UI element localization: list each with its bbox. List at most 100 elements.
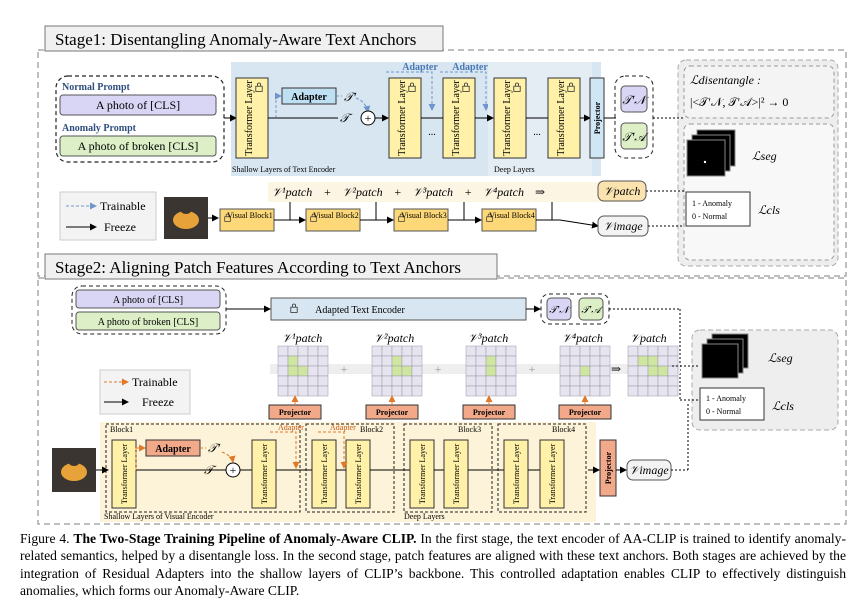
- svg-text:𝒯′𝒩: 𝒯′𝒩: [622, 93, 649, 107]
- patch-cell: [401, 345, 413, 357]
- patch-cell: [637, 365, 649, 377]
- svg-text:Adapter: Adapter: [155, 444, 191, 455]
- svg-text:Freeze: Freeze: [104, 220, 136, 234]
- patch-cell: [465, 385, 477, 397]
- patch-cell: [495, 385, 507, 397]
- patch-cell: [579, 355, 591, 367]
- patch-cell: [627, 365, 639, 377]
- svg-text:Visual Block1: Visual Block1: [227, 211, 273, 220]
- patch-cell: [287, 345, 299, 357]
- stage1-title: Stage1: Disentangling Anomaly-Aware Text…: [55, 30, 416, 49]
- t-prime-label: 𝒯′: [344, 90, 357, 104]
- svg-text:Block3: Block3: [458, 425, 481, 434]
- patch-row-1: 𝒱¹patch + 𝒱²patch + 𝒱³patch + 𝒱⁴patch ⇒: [272, 185, 545, 199]
- text-transformer-2: [388, 77, 422, 159]
- patch-grids: [277, 345, 679, 397]
- patch-cell: [599, 355, 611, 367]
- patch-cell: [589, 345, 601, 357]
- svg-text:𝒯′𝒩: 𝒯′𝒩: [549, 305, 572, 316]
- svg-text:Adapted Text Encoder: Adapted Text Encoder: [315, 305, 405, 316]
- patch-cell: [495, 355, 507, 367]
- text-transformer-1-label: Transformer Layer: [244, 80, 255, 156]
- patch-cell: [287, 355, 299, 367]
- legend-1: [59, 191, 157, 241]
- stage2-prompt-group: [71, 285, 227, 335]
- patch-cell: [599, 365, 611, 377]
- patch-cell: [657, 345, 669, 357]
- svg-text:Shallow Layers of Visual Encod: Shallow Layers of Visual Encoder: [104, 512, 214, 521]
- patch-cell: [627, 345, 639, 357]
- svg-text:Projector: Projector: [376, 408, 409, 417]
- patch-cell: [317, 345, 329, 357]
- svg-text:...: ...: [533, 127, 541, 138]
- patch-cell: [475, 355, 487, 367]
- add-node-2: [225, 462, 241, 478]
- patch-cell: [505, 365, 517, 377]
- deep-layers-label: Deep Layers: [494, 165, 535, 174]
- patch-cell: [657, 385, 669, 397]
- svg-text:Visual Block2: Visual Block2: [313, 211, 359, 220]
- svg-text:Visual Block3: Visual Block3: [401, 211, 447, 220]
- patch-cell: [667, 385, 679, 397]
- visual-transformer-layer: [251, 439, 277, 509]
- visual-transformer-label: Transformer Layer: [260, 443, 269, 504]
- figure-caption: Figure 4. The Two-Stage Training Pipelin…: [20, 530, 846, 600]
- visual-transformer-layer: [539, 439, 565, 509]
- svg-text:𝒯′𝒜: 𝒯′𝒜: [622, 130, 649, 144]
- anomaly-prompt-box: [59, 135, 217, 157]
- block2-frame: [305, 423, 395, 513]
- svg-text:Adapter: Adapter: [330, 423, 356, 432]
- patch-cell: [505, 355, 517, 367]
- visual-transformer-layer: [503, 439, 529, 509]
- patch-cell: [391, 365, 403, 377]
- patch-cell: [657, 355, 669, 367]
- visual-transformer-layer: [409, 439, 435, 509]
- patch-cell: [589, 365, 601, 377]
- stage2-title-box: [44, 253, 498, 280]
- patch-cell: [647, 385, 659, 397]
- patch-cell: [569, 365, 581, 377]
- patch-cell: [411, 365, 423, 377]
- patch-cell: [579, 365, 591, 377]
- patch-cell: [277, 365, 289, 377]
- patch-cell: [495, 365, 507, 377]
- patch-cell: [277, 375, 289, 387]
- patch-cell: [647, 365, 659, 377]
- patch-cell: [559, 375, 571, 387]
- patch-cell: [411, 375, 423, 387]
- patch-cell: [667, 345, 679, 357]
- svg-text:Transformer Layer: Transformer Layer: [397, 80, 408, 156]
- patch-label-3: 𝒱³patch: [468, 331, 508, 345]
- adapter-tag-1: Adapter: [402, 62, 438, 73]
- patch-cell: [495, 345, 507, 357]
- visual-transformer-label: Transformer Layer: [418, 443, 427, 504]
- patch-cell: [317, 375, 329, 387]
- legend-2: [99, 369, 191, 415]
- patch-cell: [307, 345, 319, 357]
- svg-text:Adapter: Adapter: [278, 423, 304, 432]
- text-transformer-5: [547, 77, 581, 159]
- patch-cell: [371, 385, 383, 397]
- patch-row-band-1: [268, 182, 638, 202]
- svg-text:A photo of [CLS]: A photo of [CLS]: [113, 295, 183, 306]
- patch-cell: [647, 345, 659, 357]
- svg-text:Visual Block4: Visual Block4: [489, 211, 535, 220]
- visual-transformer-layer: [345, 439, 371, 509]
- anchor-normal: [620, 85, 648, 113]
- patch-cell: [579, 375, 591, 387]
- patch-cell: [411, 355, 423, 367]
- svg-text:+: +: [365, 111, 372, 125]
- caption-fig: Figure 4.: [20, 531, 70, 546]
- patch-cell: [579, 385, 591, 397]
- patch-cell: [411, 345, 423, 357]
- caption-text: In the first stage, the text encoder of …: [20, 531, 847, 599]
- svg-text:ℒcls: ℒcls: [772, 399, 794, 413]
- patch-cell: [401, 385, 413, 397]
- disentangle-loss-label: ℒdisentangle :: [690, 73, 761, 87]
- patch-cell: [599, 385, 611, 397]
- patch-cell: [505, 345, 517, 357]
- patch-cell: [287, 365, 299, 377]
- patch-cell: [277, 355, 289, 367]
